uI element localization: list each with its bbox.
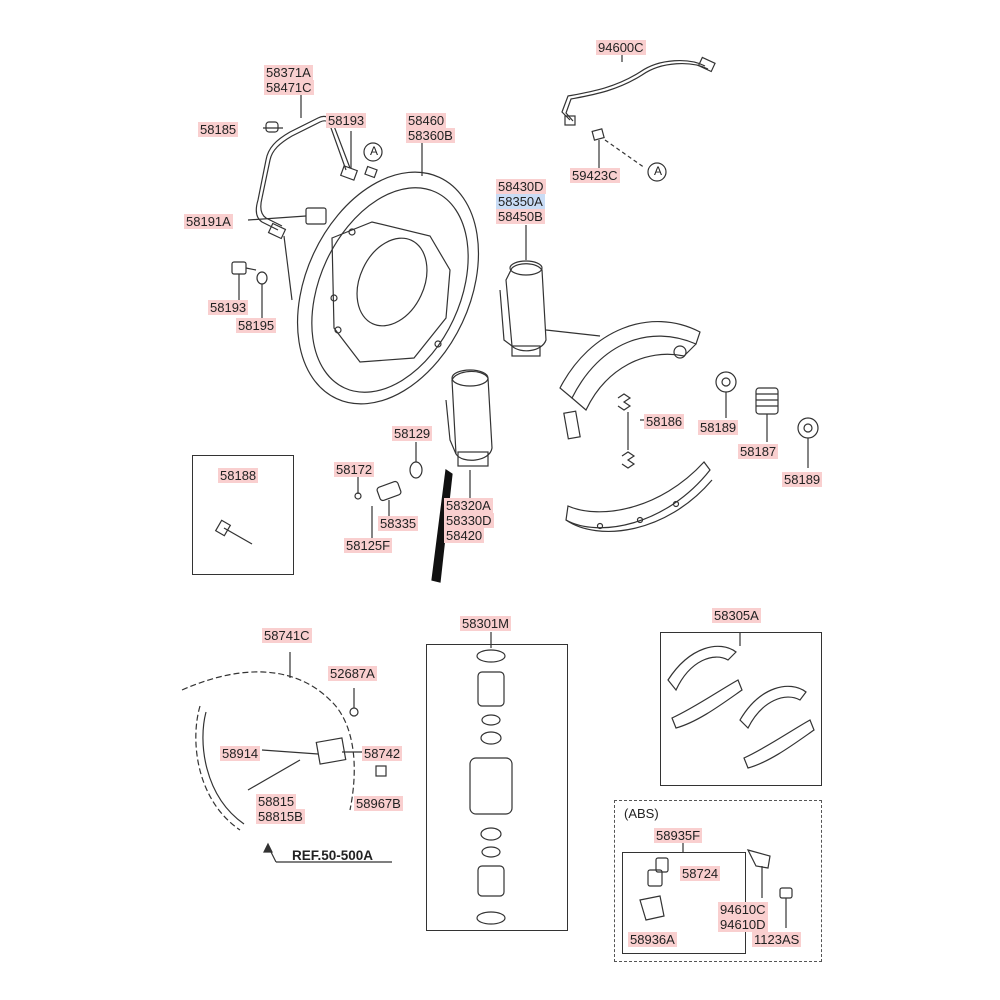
reference-note: REF.50-500A [292,848,374,863]
bleeder-bolts [231,235,293,318]
part-label-58172: 58172 [334,462,375,477]
part-label-58193-top: 58193 [326,113,367,128]
part-label-52687A: 52687A [328,666,377,681]
adjuster-set [715,371,819,468]
abs-parts [639,842,793,928]
wheel-cylinder-lower [445,369,493,500]
part-label-58330D: 58330D [444,513,494,528]
part-label-58189-washer2: 58189 [782,472,823,487]
part-label-58189-washer1: 58189 [698,420,739,435]
part-label-58935F: 58935F [654,828,703,843]
part-label-58430D: 58430D [496,179,546,194]
part-label-58187: 58187 [738,444,779,459]
abs-sensor-cable [561,50,716,169]
part-label-58305A: 58305A [712,608,761,623]
part-label-58741C: 58741C [262,628,312,643]
part-label-58815: 58815 [256,794,297,809]
frame-58188 [192,455,294,575]
part-label-58914: 58914 [220,746,261,761]
return-springs [617,393,655,469]
brake-tube [247,75,378,240]
part-label-94600C: 94600C [596,40,646,55]
wheel-cylinder-upper [499,225,601,357]
part-label-58335: 58335 [378,516,419,531]
part-label-58471C: 58471C [264,80,314,95]
part-label-58195: 58195 [236,318,277,333]
frame-58305A [660,632,822,786]
part-label-58967B: 58967B [354,796,403,811]
part-label-59423C: 59423C [570,168,620,183]
part-label-58301M: 58301M [460,616,511,631]
backing-plate-ref [181,652,392,863]
ref-letter-a-top: A [370,144,379,158]
part-label-58815B: 58815B [256,809,305,824]
part-label-58420: 58420 [444,528,485,543]
part-label-58186: 58186 [644,414,685,429]
part-label-58450B: 58450B [496,209,545,224]
ref-circle-a-top [363,142,383,162]
part-label-58188: 58188 [218,468,259,483]
part-label-1123AS: 1123AS [752,932,802,947]
shoe-set [667,632,815,769]
backing-plate [296,138,480,405]
part-label-58724: 58724 [680,866,721,881]
part-label-58350A: 58350A [496,194,545,209]
part-label-58125F: 58125F [344,538,393,553]
part-label-58936A: 58936A [628,932,677,947]
part-label-58320A: 58320A [444,498,493,513]
boot-and-bleeder [354,442,423,540]
part-label-58185: 58185 [198,122,239,137]
part-label-58360B: 58360B [406,128,455,143]
part-label-94610D: 94610D [718,917,768,932]
brake-shoe-upper [559,320,701,440]
part-label-94610C: 94610C [718,902,768,917]
part-label-58193-left: 58193 [208,300,249,315]
frame-58301M [426,644,568,931]
frame-abs [614,800,822,962]
ref-letter-a-right: A [654,164,663,178]
brake-shoe-lower [565,461,713,532]
hold-down-pin [214,519,253,545]
part-label-58742: 58742 [362,746,403,761]
part-label-58460: 58460 [406,113,447,128]
ref-circle-a-right [647,162,667,182]
part-label-58191A: 58191A [184,214,233,229]
repair-kit-parts [469,632,513,925]
part-label-58129: 58129 [392,426,433,441]
abs-section-title: (ABS) [624,806,659,821]
part-label-58371A: 58371A [264,65,313,80]
